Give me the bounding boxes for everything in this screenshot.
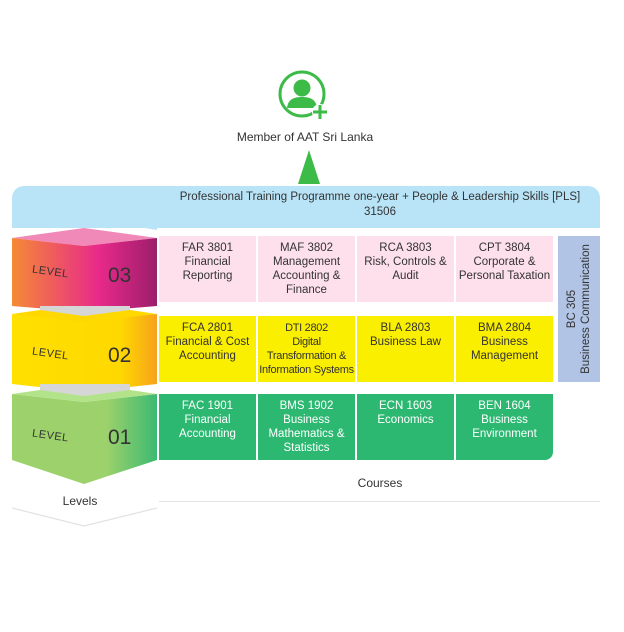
course-name-line: Audit: [392, 270, 419, 282]
course-name-line: Statistics: [283, 442, 330, 454]
course-name-line: Financial: [184, 256, 231, 268]
course-name-line: Transformation &: [266, 350, 347, 362]
course-name-line: Management: [470, 350, 539, 362]
member-label: Member of AAT Sri Lanka: [236, 130, 374, 144]
banner-text: Professional Training Programme one-year…: [160, 190, 600, 220]
course-name: Business Communication: [580, 244, 592, 374]
course-rca-3803: RCA 3803 Risk, Controls & Audit: [357, 236, 454, 302]
course-name-line: Accounting: [179, 350, 236, 362]
course-code: FAR 3801: [181, 242, 234, 254]
arrow-up-icon: [298, 150, 320, 184]
level-number: 03: [108, 264, 132, 287]
course-name-line: Financial: [184, 414, 231, 426]
course-name-line: Corporate &: [473, 256, 536, 268]
course-name-line: Business: [481, 336, 528, 348]
level-02-cube: LEVEL 02: [12, 310, 157, 392]
course-name-line: Mathematics &: [268, 428, 345, 440]
courses-divider: [159, 501, 600, 502]
course-maf-3802: MAF 3802 Management Accounting & Finance: [258, 236, 355, 302]
course-name-line: Business: [283, 414, 330, 426]
course-code: RCA 3803: [379, 242, 432, 254]
course-name-line: Business: [481, 414, 528, 426]
course-code: BC 305: [566, 289, 578, 329]
course-name-line: Economics: [377, 414, 434, 426]
course-fca-2801: FCA 2801 Financial & Cost Accounting: [159, 316, 256, 382]
course-name-line: Accounting &: [272, 270, 341, 282]
levels-label: Levels: [62, 494, 98, 508]
course-bma-2804: BMA 2804 Business Management: [456, 316, 553, 382]
course-name-line: Reporting: [182, 270, 233, 282]
course-code: ECN 1603: [378, 400, 433, 412]
course-code: CPT 3804: [478, 242, 531, 254]
banner-title: Professional Training Programme one-year…: [179, 191, 581, 203]
levels-chevron: [12, 507, 157, 527]
course-far-3801: FAR 3801 Financial Reporting: [159, 236, 256, 302]
course-code: FCA 2801: [181, 322, 234, 334]
course-name-line: Environment: [472, 428, 537, 440]
course-code: DTI 2802: [285, 322, 328, 334]
course-dti-2802: DTI 2802 Digital Transformation & Inform…: [258, 316, 355, 382]
course-code: BMA 2804: [477, 322, 532, 334]
course-ben-1604: BEN 1604 Business Environment: [456, 394, 553, 460]
level-01-cube: LEVEL 01: [12, 390, 157, 484]
course-cpt-3804: CPT 3804 Corporate & Personal Taxation: [456, 236, 553, 302]
level-number: 02: [108, 344, 132, 367]
course-name-line: Financial & Cost: [165, 336, 250, 348]
course-name-line: Accounting: [179, 428, 236, 440]
course-fac-1901: FAC 1901 Financial Accounting: [159, 394, 256, 460]
course-code: BLA 2803: [380, 322, 431, 334]
course-bms-1902: BMS 1902 Business Mathematics & Statisti…: [258, 394, 355, 460]
course-ecn-1603: ECN 1603 Economics: [357, 394, 454, 460]
course-code: BEN 1604: [478, 400, 531, 412]
banner-notch: [12, 218, 157, 230]
course-code: BMS 1902: [279, 400, 334, 412]
course-name-line: Personal Taxation: [458, 270, 551, 282]
course-name-line: Business Law: [370, 336, 441, 348]
course-name-line: Finance: [286, 284, 327, 296]
course-bc-305: BC 305 Business Communication: [558, 236, 600, 382]
course-code: MAF 3802: [279, 242, 334, 254]
course-name-line: Management: [272, 256, 341, 268]
courses-label: Courses: [357, 476, 403, 490]
banner-code: 31506: [364, 206, 396, 218]
course-name-line: Risk, Controls &: [364, 256, 447, 268]
level-number: 01: [108, 426, 132, 449]
course-name-line: Information Systems: [259, 364, 354, 376]
course-name-line: Digital: [292, 336, 321, 348]
user-add-icon: [278, 70, 328, 120]
level-03-cube: LEVEL 03: [12, 228, 157, 312]
course-code: FAC 1901: [181, 400, 234, 412]
course-bla-2803: BLA 2803 Business Law: [357, 316, 454, 382]
